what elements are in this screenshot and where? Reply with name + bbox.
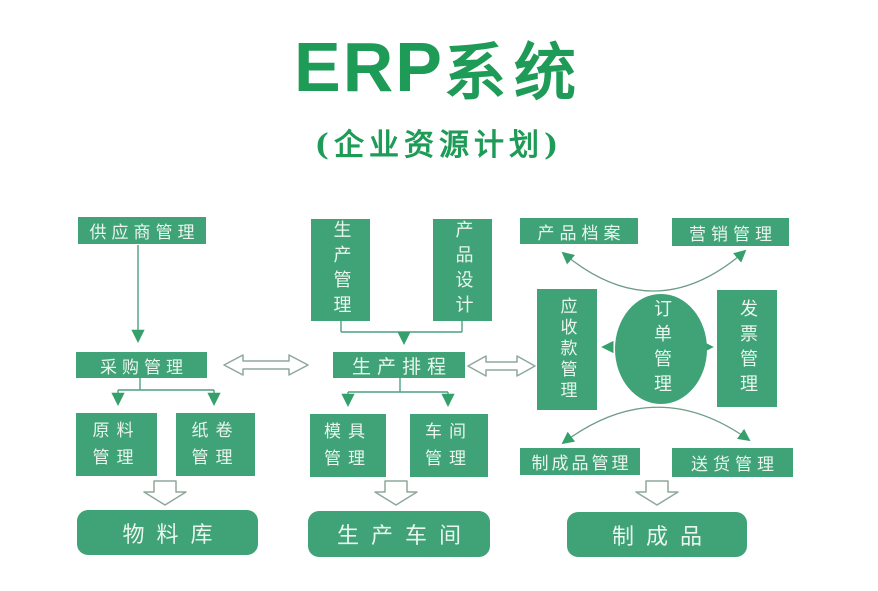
node-label: 生产管理 bbox=[330, 220, 352, 320]
connector-purchasing-split bbox=[118, 378, 214, 391]
node-label: 原料管理 bbox=[92, 421, 141, 468]
node-product-archive: 产品档案 bbox=[520, 218, 638, 244]
node-label: 制成品 bbox=[611, 524, 714, 550]
node-label: 应收款管理 bbox=[556, 297, 577, 402]
node-receivables-management: 应收款管理 bbox=[537, 289, 597, 410]
node-production-workshop: 生产车间 bbox=[308, 511, 490, 557]
double-arrow-scheduling-receivables bbox=[467, 355, 536, 377]
node-production-management: 生产管理 bbox=[311, 219, 370, 321]
node-workshop-management: 车间管理 bbox=[410, 414, 488, 477]
node-label: 采购管理 bbox=[100, 357, 188, 378]
block-arrow-to-production-workshop bbox=[374, 480, 418, 506]
page-title: ERP系统 bbox=[0, 22, 878, 112]
node-raw-material-management: 原料管理 bbox=[76, 413, 157, 476]
node-delivery-management: 送货管理 bbox=[672, 448, 793, 477]
double-arrow-purchasing-scheduling bbox=[223, 354, 309, 376]
connector-scheduling-split bbox=[348, 378, 448, 393]
node-finished-goods: 制成品 bbox=[567, 512, 747, 557]
node-purchasing-management: 采购管理 bbox=[76, 352, 207, 378]
block-arrow-to-finished-goods bbox=[635, 480, 679, 506]
node-paper-roll-management: 纸卷管理 bbox=[176, 413, 255, 476]
node-product-design: 产品设计 bbox=[433, 219, 492, 321]
node-label: 产品档案 bbox=[537, 223, 626, 244]
connector-production-join bbox=[340, 321, 463, 333]
node-label: 送货管理 bbox=[691, 455, 779, 475]
page-subtitle: (企业资源计划) bbox=[314, 128, 564, 163]
curve-order-to-archive-marketing bbox=[561, 249, 747, 292]
node-label: 车间管理 bbox=[425, 422, 473, 469]
node-label: 订单管理 bbox=[651, 299, 672, 399]
title-erp: ERP bbox=[294, 28, 444, 106]
node-order-management: 订单管理 bbox=[615, 294, 707, 404]
block-arrow-to-material-store bbox=[143, 480, 187, 506]
node-label: 模具管理 bbox=[324, 422, 372, 469]
node-marketing-management: 营销管理 bbox=[672, 218, 789, 246]
node-supplier-management: 供应商管理 bbox=[78, 217, 206, 244]
node-mold-management: 模具管理 bbox=[310, 414, 386, 477]
node-finished-product-management: 制成品管理 bbox=[520, 448, 640, 475]
node-material-store: 物料库 bbox=[77, 510, 258, 555]
node-label: 制成品管理 bbox=[531, 454, 632, 474]
node-label: 纸卷管理 bbox=[191, 421, 240, 468]
node-label: 营销管理 bbox=[689, 224, 777, 245]
title-system: 系统 bbox=[443, 36, 584, 109]
node-label: 产品设计 bbox=[452, 220, 474, 320]
node-production-scheduling: 生产排程 bbox=[333, 352, 465, 378]
node-label: 生产车间 bbox=[336, 524, 473, 549]
node-label: 发票管理 bbox=[737, 298, 758, 399]
node-label: 生产排程 bbox=[351, 355, 452, 378]
curve-order-to-finished-delivery bbox=[561, 406, 751, 445]
node-label: 物料库 bbox=[122, 522, 225, 548]
node-label: 供应商管理 bbox=[89, 223, 200, 243]
node-invoice-management: 发票管理 bbox=[717, 290, 777, 407]
